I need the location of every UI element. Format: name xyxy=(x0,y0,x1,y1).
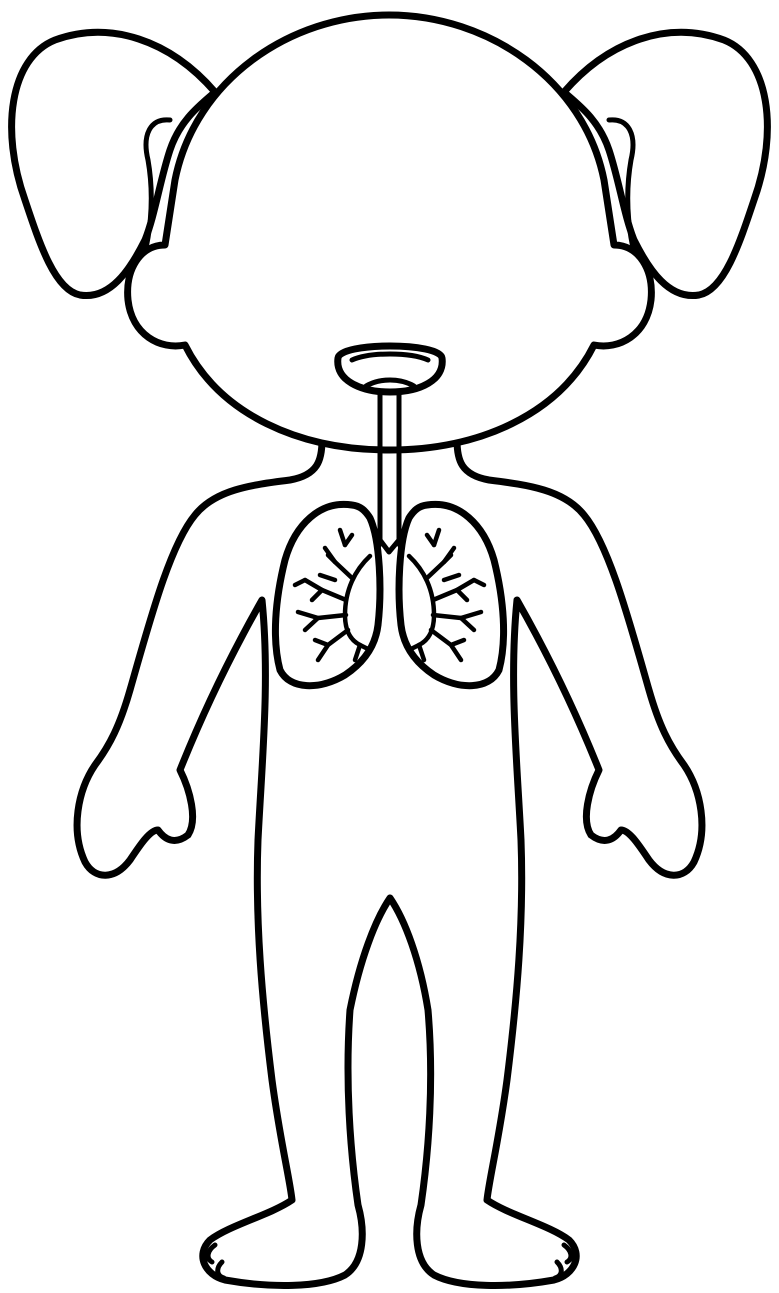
mouth-icon xyxy=(338,346,442,392)
body-outline xyxy=(77,440,702,1285)
